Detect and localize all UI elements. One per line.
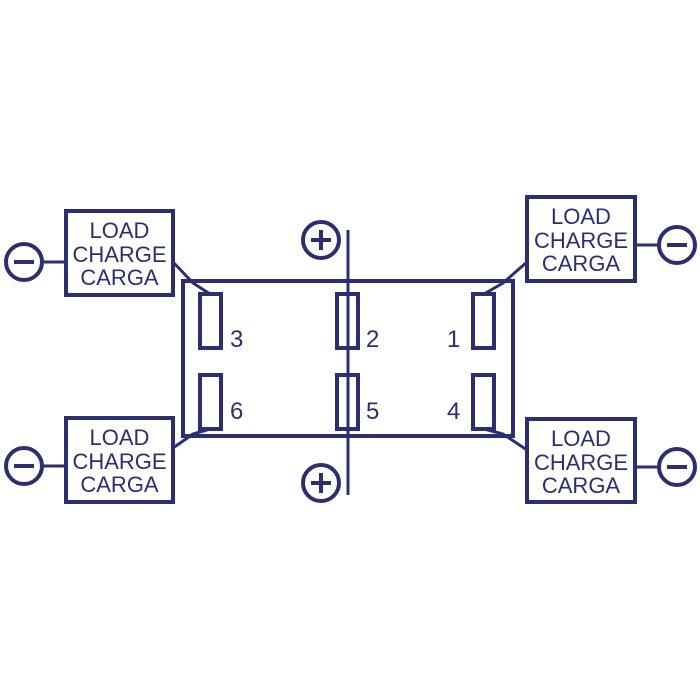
pin-label-6: 6 <box>230 398 243 425</box>
pin-label-2: 2 <box>366 326 379 353</box>
load-box-line-3: CARGA <box>80 265 159 290</box>
load-box-top-left: LOAD CHARGE CARGA <box>64 209 175 297</box>
load-box-bottom-left: LOAD CHARGE CARGA <box>64 416 175 504</box>
load-box-line-1: LOAD <box>90 425 150 450</box>
minus-circle-icon <box>4 242 44 282</box>
pin-label-3: 3 <box>230 326 243 353</box>
load-box-line-1: LOAD <box>90 218 150 243</box>
pin-1-blade <box>471 292 496 350</box>
load-box-bottom-right: LOAD CHARGE CARGA <box>525 417 637 504</box>
load-box-line-2: CHARGE <box>534 450 628 475</box>
wire-pin1-to-load-top-right <box>483 260 528 296</box>
load-box-line-1: LOAD <box>551 204 611 229</box>
load-box-line-2: CHARGE <box>534 228 628 253</box>
minus-circle-icon <box>657 447 697 487</box>
wire-pin3-to-load-top-left <box>171 260 211 296</box>
load-box-line-2: CHARGE <box>72 242 166 267</box>
pin-label-5: 5 <box>366 398 379 425</box>
pin-4-blade <box>471 373 496 431</box>
load-box-top-right: LOAD CHARGE CARGA <box>525 195 637 283</box>
wire-pin4-to-load-bottom-right <box>483 427 528 452</box>
load-box-line-2: CHARGE <box>72 449 166 474</box>
load-box-line-1: LOAD <box>551 426 611 451</box>
plus-circle-icon <box>301 220 341 260</box>
minus-circle-icon <box>4 446 44 486</box>
wire-pin6-to-load-bottom-left <box>172 427 211 450</box>
load-box-line-3: CARGA <box>80 472 159 497</box>
load-box-line-3: CARGA <box>542 251 621 276</box>
pin-3-blade <box>198 292 223 350</box>
minus-circle-icon <box>657 225 697 265</box>
pin-label-4: 4 <box>447 398 460 425</box>
pin-label-1: 1 <box>447 326 460 353</box>
plus-circle-icon <box>301 463 341 503</box>
load-box-line-3: CARGA <box>542 473 621 498</box>
pin-6-blade <box>198 373 223 431</box>
